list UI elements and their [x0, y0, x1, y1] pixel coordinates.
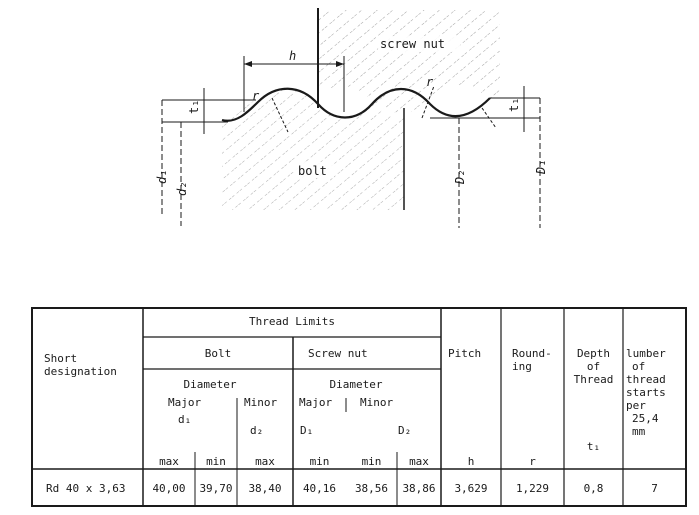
screw-nut-hatch — [318, 10, 500, 114]
rounding-subheader: r — [529, 455, 536, 468]
row-designation: Rd 40 x 3,63 — [46, 482, 126, 495]
row-pitch: 3,629 — [454, 482, 488, 495]
nut-diameter-label: Diameter — [329, 378, 383, 391]
row-d1-min: 39,70 — [199, 482, 233, 495]
row-D2-min: 38,56 — [354, 482, 389, 495]
pitch-subheader: h — [467, 455, 475, 468]
d2-symbol: d₂ — [250, 424, 264, 437]
nut-minor-label: Minor — [360, 396, 394, 409]
short-designation-header: Short designation — [44, 352, 117, 378]
bolt-diameter-label: Diameter — [183, 378, 237, 391]
depth-label-2: of — [586, 360, 601, 373]
screw-nut-header: Screw nut — [308, 347, 368, 360]
radius-left-label: r — [252, 89, 260, 103]
starts-label-6: 25,4 — [632, 412, 659, 425]
radius-right-line — [421, 85, 435, 119]
bolt-label: bolt — [298, 164, 327, 178]
t1-left-label: t₁ — [187, 100, 201, 114]
starts-label-1: lumber — [626, 347, 666, 360]
d1-label: d₁ — [155, 170, 169, 184]
screw-nut-label: screw nut — [380, 37, 445, 51]
D1-min-subheader: min — [309, 455, 330, 468]
rounding-header: Round- ing — [512, 347, 552, 373]
bolt-header: Bolt — [204, 347, 232, 360]
depth-label-1: Depth — [576, 347, 611, 360]
bolt-major-label: Major — [168, 396, 202, 409]
d1-symbol: d₁ — [178, 413, 192, 426]
d1-max-subheader: max — [159, 455, 179, 468]
D2-min-subheader: min — [361, 455, 382, 468]
pitch-arrow-right — [336, 61, 344, 67]
starts-label-3: thread — [626, 373, 666, 386]
D2-max-subheader: max — [409, 455, 429, 468]
d2-label: d₂ — [175, 182, 189, 196]
short-label: Short — [44, 352, 78, 365]
pitch-arrow-left — [244, 61, 252, 67]
D2-label: D₂ — [453, 170, 467, 185]
d2-max-subheader: max — [255, 455, 275, 468]
row-d2-max: 38,40 — [248, 482, 282, 495]
rounding-label-2: ing — [512, 360, 532, 373]
radius-right-label: r — [426, 75, 434, 89]
starts-header: lumber of thread starts per 25,4 mm — [626, 347, 666, 438]
depth-label-3: Thread — [573, 373, 614, 386]
designation-label: designation — [44, 365, 117, 378]
D1-symbol: D₁ — [300, 424, 314, 437]
starts-label-2: of — [632, 360, 646, 373]
thread-profile-curve — [221, 87, 491, 122]
depth-header: Depth of Thread — [564, 347, 623, 386]
radius-right2-line — [481, 107, 497, 129]
pitch-label: h — [289, 49, 296, 63]
thread-limits-header: Thread Limits — [248, 315, 336, 328]
row-rounding: 1,229 — [515, 482, 550, 495]
rounding-label-1: Round- — [512, 347, 552, 360]
bolt-minor-label: Minor — [244, 396, 278, 409]
row-D1-min: 40,16 — [302, 482, 337, 495]
starts-label-7: mm — [632, 425, 646, 438]
radius-left-line — [271, 97, 289, 133]
nut-major-label: Major — [299, 396, 333, 409]
bolt-hatch — [222, 87, 404, 210]
starts-label-5: per — [626, 399, 646, 412]
thread-profile-drawing: h t₁ t₁ r r d₁ d₂ D₂ D₁ screw nut bolt — [155, 8, 548, 228]
pitch-header: Pitch — [448, 347, 482, 360]
t1-right-label: t₁ — [507, 98, 521, 112]
starts-label-4: starts — [626, 386, 666, 399]
depth-symbol: t₁ — [586, 440, 601, 453]
row-D2-max: 38,86 — [402, 482, 436, 495]
row-d1-max: 40,00 — [152, 482, 186, 495]
row-starts: 7 — [651, 482, 658, 495]
d1-min-subheader: min — [206, 455, 226, 468]
D1-label: D₁ — [534, 160, 548, 175]
row-depth: 0,8 — [583, 482, 604, 495]
D2-symbol: D₂ — [398, 424, 412, 437]
